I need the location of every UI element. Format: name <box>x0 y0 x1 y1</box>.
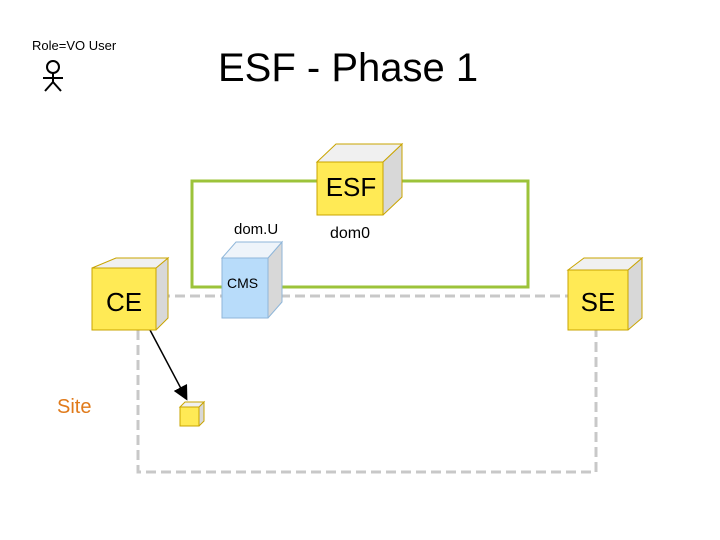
actor-role-label: Role=VO User <box>32 38 117 53</box>
esf-label: ESF <box>325 172 377 202</box>
se-label: SE <box>580 287 616 317</box>
site-boundary-dashed <box>136 330 598 474</box>
ce-cube[interactable] <box>91 256 170 331</box>
cms-label: CMS <box>227 275 259 291</box>
user-actor-icon <box>43 60 63 92</box>
cms-cube[interactable] <box>220 240 284 319</box>
dom0-label: dom0 <box>330 225 371 242</box>
ce-to-node-arrow <box>149 329 188 401</box>
small-node-cube[interactable] <box>178 400 206 427</box>
se-cube[interactable] <box>566 256 644 331</box>
ce-label: CE <box>105 287 143 317</box>
domu-label: dom.U <box>234 221 279 238</box>
site-label: Site <box>57 396 92 418</box>
page-title: ESF - Phase 1 <box>218 46 479 90</box>
esf-cube[interactable] <box>315 142 404 216</box>
